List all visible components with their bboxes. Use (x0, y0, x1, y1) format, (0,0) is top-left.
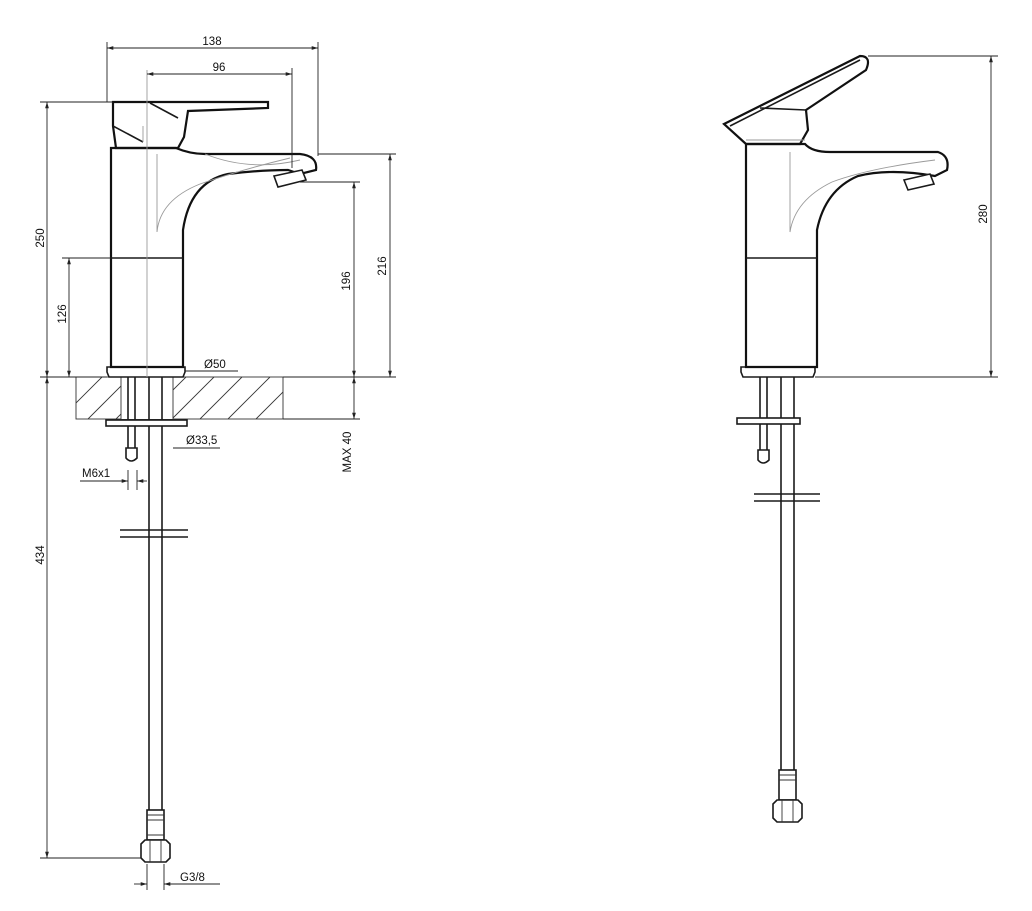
dim-label-138: 138 (202, 36, 221, 48)
dim-label-434: 434 (35, 545, 47, 565)
deck-section (75, 376, 284, 420)
dim-label-m6x1: M6x1 (82, 468, 110, 480)
hose-fitting (140, 809, 171, 863)
dimension-labels-front: 138 96 250 126 196 216 Ø50 Ø33,5 MAX 40 … (35, 36, 389, 884)
dim-label-280: 280 (978, 204, 990, 223)
dimension-lines-front (40, 42, 396, 890)
dim-label-250: 250 (35, 228, 47, 247)
dim-label-diameter-50: Ø50 (204, 359, 226, 371)
dim-label-diameter-33-5: Ø33,5 (186, 435, 217, 447)
side-view (722, 54, 949, 823)
dim-label-96: 96 (213, 62, 226, 74)
dimension-lines-side: 280 (815, 55, 998, 378)
dim-label-196: 196 (341, 271, 353, 290)
dim-label-max-40: MAX 40 (342, 432, 354, 473)
dim-label-126: 126 (57, 304, 69, 323)
front-view (75, 70, 318, 863)
hose-break-mark (120, 529, 188, 538)
dim-label-g3-8: G3/8 (180, 872, 205, 884)
dim-label-216: 216 (377, 256, 389, 275)
mounting-shank (105, 377, 188, 855)
